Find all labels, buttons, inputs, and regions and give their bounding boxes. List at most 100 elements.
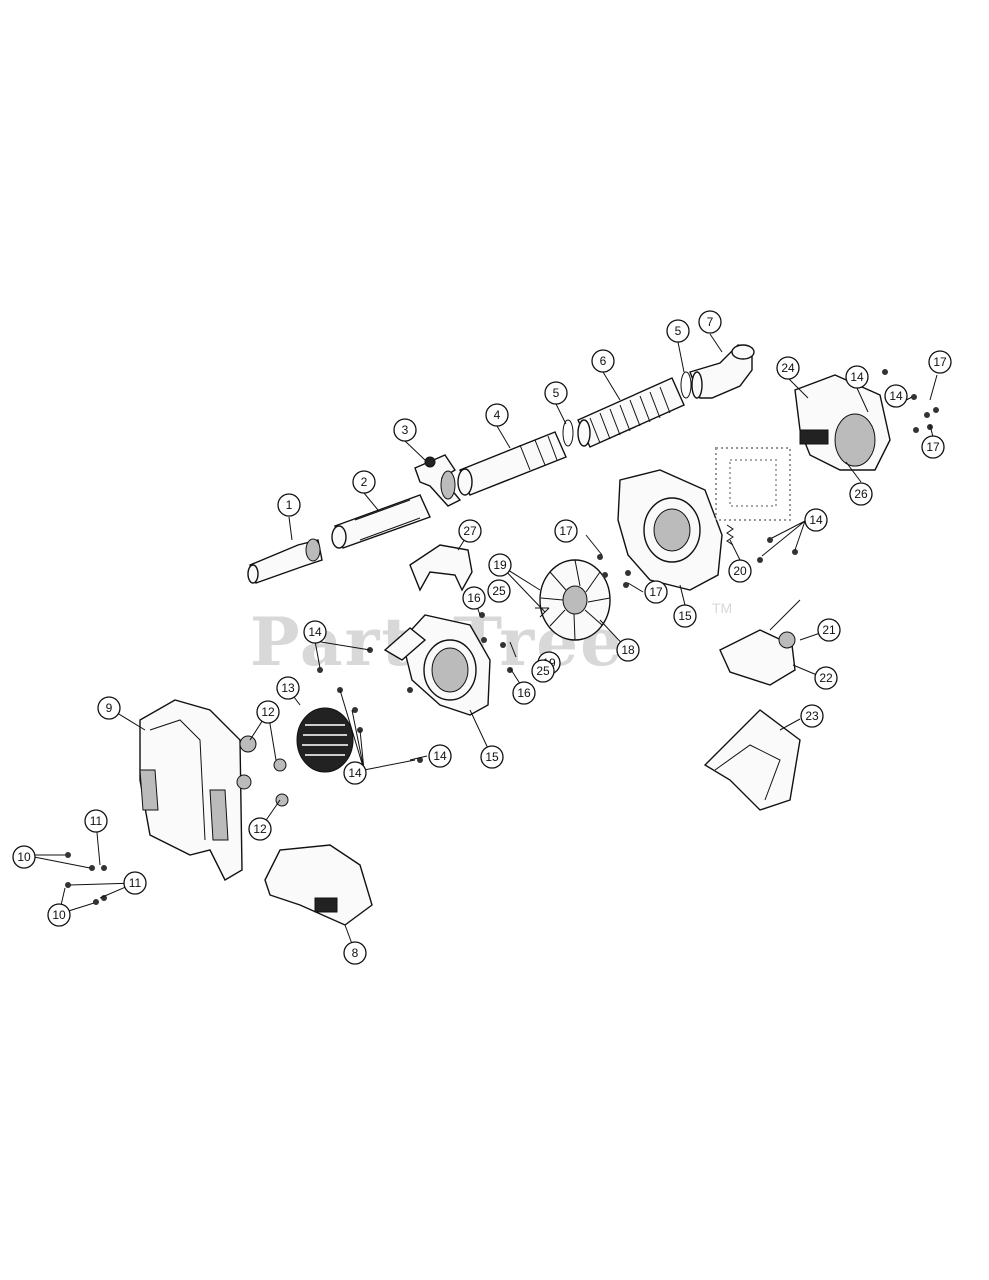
svg-text:11: 11: [129, 876, 142, 890]
svg-text:24: 24: [781, 361, 795, 375]
callout-14e: 14: [845, 365, 869, 389]
callout-5a: 5: [544, 381, 568, 405]
throttle-handle-part: [409, 544, 473, 592]
callout-15a: 15: [480, 745, 504, 769]
svg-text:17: 17: [933, 355, 947, 369]
callout-14a: 14: [303, 620, 327, 644]
svg-text:8: 8: [352, 946, 359, 960]
rear-housing-part: [617, 469, 723, 591]
callout-23: 23: [800, 704, 824, 728]
callout-15b: 15: [673, 604, 697, 628]
callout-17c: 17: [928, 350, 952, 374]
callout-19a: 19: [488, 553, 512, 577]
callout-13: 13: [276, 676, 300, 700]
callout-11b: 11: [123, 871, 147, 895]
svg-text:6: 6: [600, 354, 607, 368]
svg-text:22: 22: [819, 671, 833, 685]
svg-text:5: 5: [675, 324, 682, 338]
callout-9: 9: [97, 696, 121, 720]
svg-text:14: 14: [433, 749, 447, 763]
svg-text:17: 17: [649, 585, 663, 599]
fan-cover-part: [794, 374, 891, 471]
callout-7: 7: [698, 310, 722, 334]
svg-text:11: 11: [90, 814, 103, 828]
callout-14d: 14: [804, 508, 828, 532]
svg-text:26: 26: [854, 487, 868, 501]
front-housing-part: [383, 614, 491, 716]
svg-text:14: 14: [308, 625, 322, 639]
fuel-tank-part: [719, 599, 801, 686]
callout-26: 26: [849, 482, 873, 506]
vibration-mount-part: [236, 735, 289, 807]
callout-2: 2: [352, 470, 376, 494]
callout-21: 21: [817, 618, 841, 642]
waist-belt-part: [264, 844, 373, 926]
svg-text:27: 27: [463, 524, 477, 538]
callout-11a: 11: [84, 809, 108, 833]
svg-text:25: 25: [536, 664, 550, 678]
callout-14f: 14: [884, 384, 908, 408]
svg-text:12: 12: [261, 705, 275, 719]
callout-20: 20: [728, 559, 752, 583]
svg-text:5: 5: [553, 386, 560, 400]
svg-text:16: 16: [517, 686, 531, 700]
upper-tube-part: [457, 431, 567, 496]
callout-16a: 16: [462, 586, 486, 610]
svg-text:7: 7: [707, 315, 714, 329]
svg-text:3: 3: [402, 423, 409, 437]
svg-text:18: 18: [621, 643, 635, 657]
clamp-part: [414, 454, 462, 507]
callout-24: 24: [776, 356, 800, 380]
svg-text:10: 10: [52, 908, 66, 922]
frame-base-part: [703, 709, 801, 811]
svg-text:19: 19: [493, 558, 507, 572]
callout-17a: 17: [554, 519, 578, 543]
svg-text:25: 25: [492, 584, 506, 598]
spring-part: [726, 524, 734, 546]
hardware-screws: [65, 369, 939, 905]
svg-text:4: 4: [494, 408, 501, 422]
callout-8: 8: [343, 941, 367, 965]
svg-text:20: 20: [733, 564, 747, 578]
svg-text:14: 14: [889, 389, 903, 403]
ring-clamp-part: [562, 371, 692, 447]
callout-27: 27: [458, 519, 482, 543]
backpack-frame-part: [139, 699, 243, 881]
callout-17d: 17: [921, 435, 945, 459]
svg-text:14: 14: [850, 370, 864, 384]
svg-text:1: 1: [286, 498, 293, 512]
callout-14c: 14: [428, 744, 452, 768]
svg-text:13: 13: [281, 681, 295, 695]
callout-25a: 25: [487, 579, 511, 603]
callout-22: 22: [814, 666, 838, 690]
svg-text:16: 16: [467, 591, 481, 605]
svg-text:17: 17: [559, 524, 573, 538]
nozzle-part: [247, 538, 323, 584]
svg-text:14: 14: [348, 766, 362, 780]
impeller-fan-part: [539, 559, 611, 641]
callout-1: 1: [277, 493, 301, 517]
callout-17b: 17: [644, 580, 668, 604]
flex-hose-part: [577, 377, 685, 448]
svg-text:2: 2: [361, 475, 368, 489]
callout-5b: 5: [666, 319, 690, 343]
swivel-elbow-part: [689, 344, 755, 399]
svg-text:12: 12: [253, 822, 267, 836]
callout-12a: 12: [256, 700, 280, 724]
svg-text:17: 17: [926, 440, 940, 454]
svg-text:10: 10: [17, 850, 31, 864]
callout-18: 18: [616, 638, 640, 662]
svg-text:15: 15: [485, 750, 499, 764]
air-filter-grille-part: [296, 707, 354, 773]
callout-4: 4: [485, 403, 509, 427]
callout-25b: 25: [531, 659, 555, 683]
watermark-tm: TM: [712, 600, 732, 616]
extension-tube-part: [331, 494, 431, 549]
callout-16b: 16: [512, 681, 536, 705]
svg-text:15: 15: [678, 609, 692, 623]
callout-10a: 10: [12, 845, 36, 869]
callout-3: 3: [393, 418, 417, 442]
svg-text:9: 9: [106, 701, 113, 715]
callout-6: 6: [591, 349, 615, 373]
